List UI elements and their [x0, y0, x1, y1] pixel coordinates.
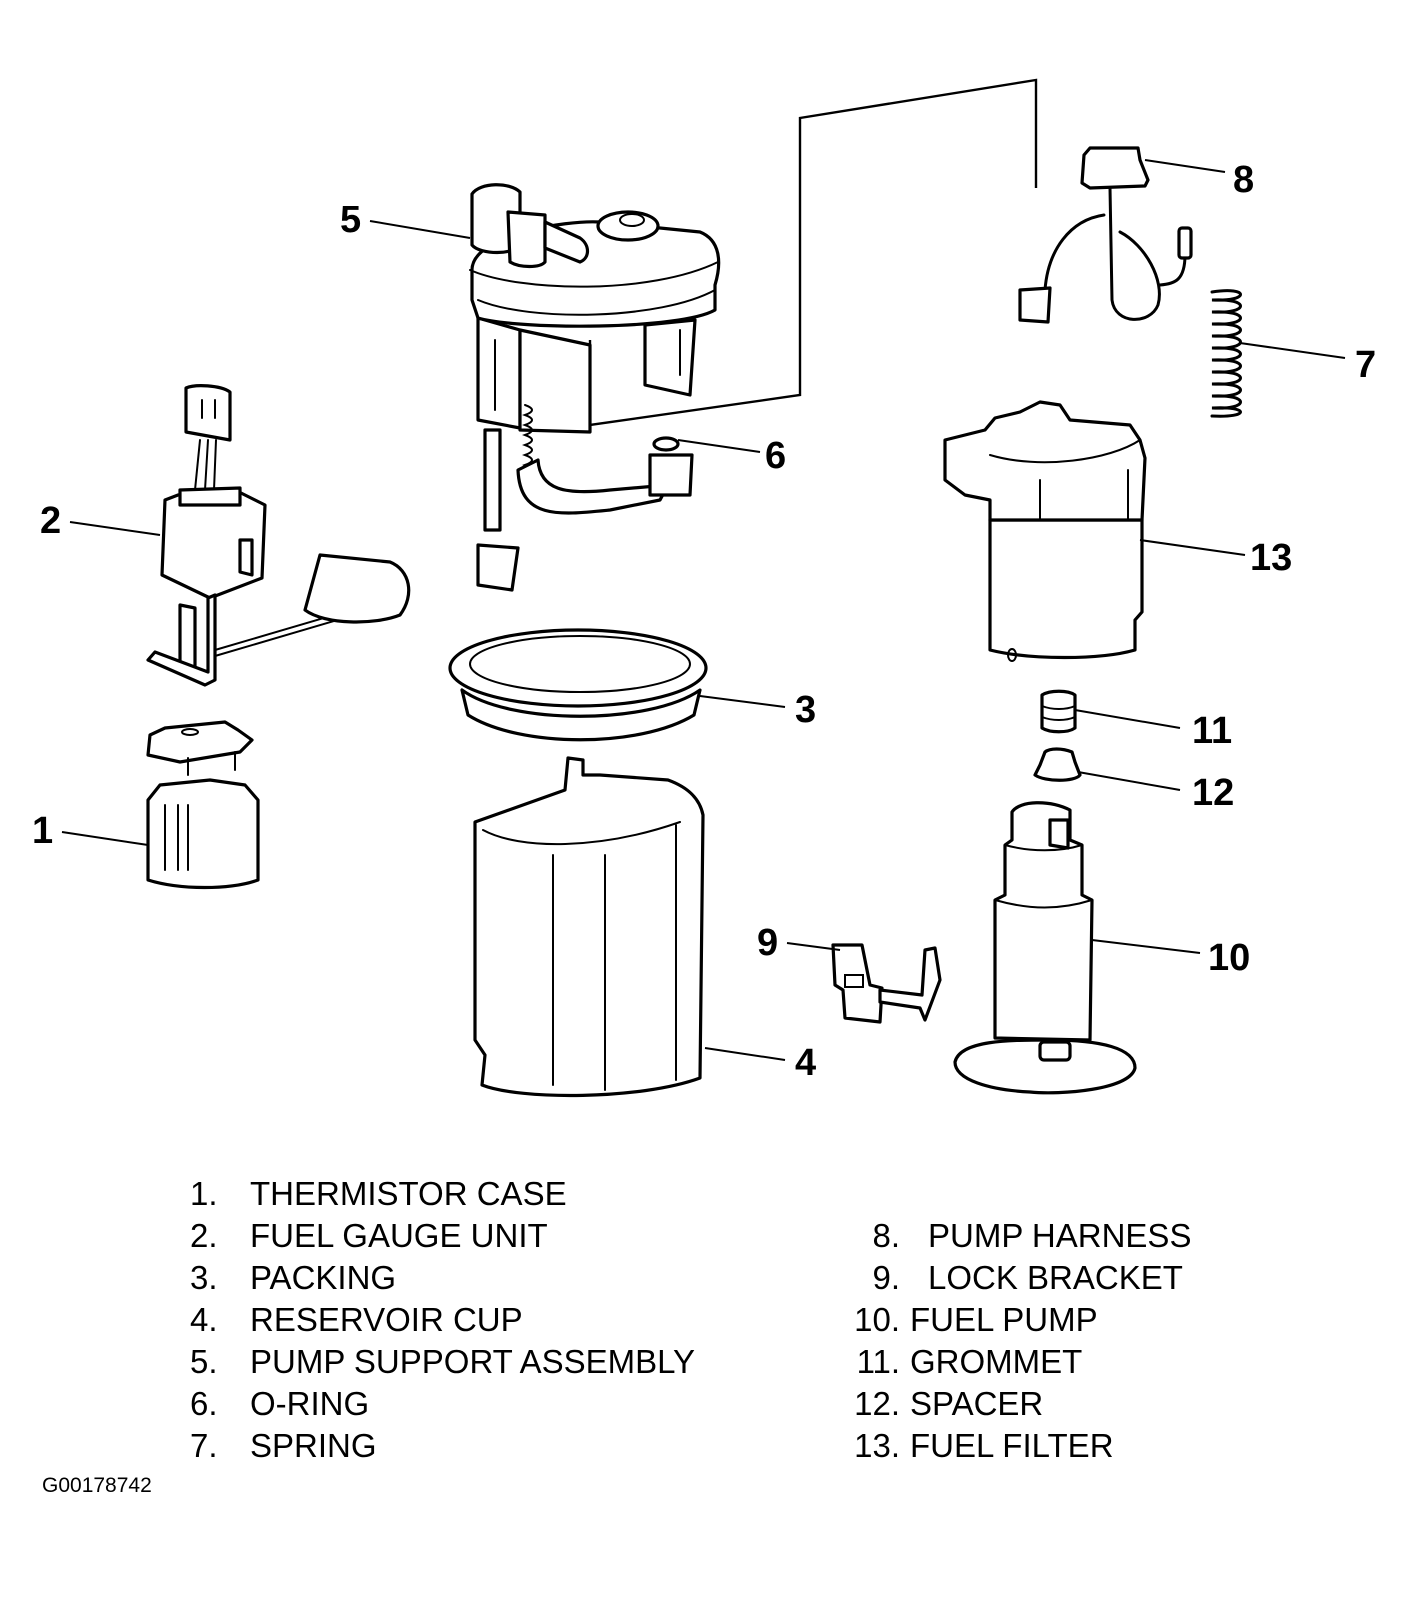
spring	[1210, 289, 1242, 418]
legend-label: PACKING	[250, 1259, 397, 1296]
legend-number: 6.	[190, 1385, 218, 1422]
exploded-parts-diagram: 1 2 3 4 5 6 7 8 9 10 11 12 13	[32, 78, 1376, 1098]
legend-item: 12. SPACER	[850, 1383, 1270, 1425]
grommet	[1040, 689, 1077, 734]
legend-number: 5.	[190, 1343, 218, 1380]
callout-1: 1	[32, 810, 53, 852]
parts-legend-right: 8. PUMP HARNESS 9. LOCK BRACKET 10. FUEL PU…	[850, 1215, 1270, 1467]
callout-12: 12	[1192, 772, 1234, 814]
thermistor-case	[146, 720, 260, 890]
fuel-gauge-unit	[146, 384, 411, 687]
pump-harness	[1018, 146, 1193, 324]
pump-support-assembly	[469, 183, 721, 592]
legend-label: PUMP SUPPORT ASSEMBLY	[250, 1343, 696, 1380]
legend-number: 4.	[190, 1301, 218, 1338]
callout-6: 6	[765, 435, 786, 477]
legend-label: GROMMET	[910, 1343, 1083, 1380]
packing-ring	[448, 628, 708, 742]
legend-number: 7.	[190, 1427, 218, 1464]
legend-label: PUMP HARNESS	[928, 1217, 1192, 1254]
legend-item: 10. FUEL PUMP	[850, 1299, 1270, 1341]
legend-number: 9.	[872, 1259, 900, 1296]
legend-item: 8. PUMP HARNESS	[850, 1215, 1270, 1257]
legend-item: 5. PUMP SUPPORT ASSEMBLY	[190, 1341, 790, 1383]
legend-number: 1.	[190, 1175, 218, 1212]
lock-bracket	[831, 943, 942, 1024]
callout-7: 7	[1355, 344, 1376, 386]
figure-id: G00178742	[42, 1474, 152, 1497]
callout-3: 3	[795, 689, 816, 731]
leader-lines	[61, 159, 1346, 1061]
legend-item: 13. FUEL FILTER	[850, 1425, 1270, 1467]
legend-number: 8.	[872, 1217, 900, 1254]
legend-number: 10.	[854, 1301, 900, 1338]
legend-item: 9. LOCK BRACKET	[850, 1257, 1270, 1299]
legend-number: 2.	[190, 1217, 218, 1254]
legend-item: 6. O-RING	[190, 1383, 790, 1425]
legend-label: LOCK BRACKET	[928, 1259, 1183, 1296]
legend-label: FUEL FILTER	[910, 1427, 1114, 1464]
legend-number: 11.	[856, 1343, 900, 1380]
parts-legend-left: 1. THERMISTOR CASE 2. FUEL GAUGE UNIT 3. PA…	[190, 1173, 790, 1467]
callout-13: 13	[1250, 537, 1292, 579]
callout-4: 4	[795, 1042, 816, 1084]
legend-item: 3. PACKING	[190, 1257, 790, 1299]
legend-label: THERMISTOR CASE	[250, 1175, 567, 1212]
legend-label: SPACER	[910, 1385, 1044, 1422]
callout-2: 2	[40, 500, 61, 542]
spacer	[1033, 747, 1082, 782]
reservoir-cup	[473, 756, 705, 1098]
legend-item: 4. RESERVOIR CUP	[190, 1299, 790, 1341]
legend-number: 13.	[854, 1427, 900, 1464]
callout-11: 11	[1192, 710, 1232, 752]
fuel-filter	[943, 400, 1147, 662]
legend-label: FUEL PUMP	[910, 1301, 1098, 1338]
fuel-pump	[953, 801, 1137, 1095]
legend-label: FUEL GAUGE UNIT	[250, 1217, 548, 1254]
legend-label: RESERVOIR CUP	[250, 1301, 523, 1338]
legend-number: 3.	[190, 1259, 218, 1296]
callout-9: 9	[757, 922, 778, 964]
callout-8: 8	[1233, 159, 1254, 201]
callout-numbers: 1 2 3 4 5 6 7 8 9 10 11 12 13	[32, 159, 1376, 1084]
legend-item: 11. GROMMET	[850, 1341, 1270, 1383]
legend-number: 12.	[854, 1385, 900, 1422]
legend-item: 7. SPRING	[190, 1425, 790, 1467]
callout-10: 10	[1208, 937, 1250, 979]
legend-item: 2. FUEL GAUGE UNIT	[190, 1215, 790, 1257]
callout-5: 5	[340, 199, 361, 241]
legend-label: SPRING	[250, 1427, 377, 1464]
legend-item: 1. THERMISTOR CASE	[190, 1173, 790, 1215]
legend-label: O-RING	[250, 1385, 370, 1422]
